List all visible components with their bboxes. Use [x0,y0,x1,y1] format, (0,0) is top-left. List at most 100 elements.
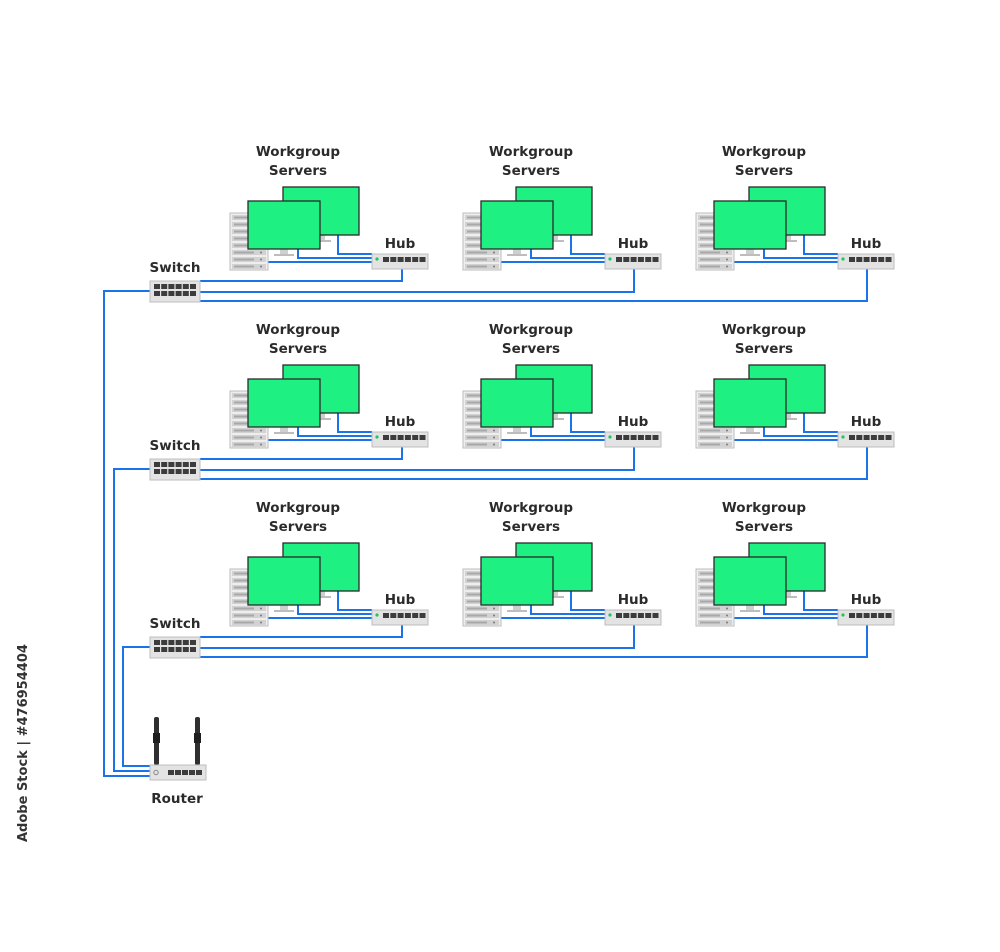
workgroup-2-2 [462,364,662,449]
hub-label: Hub [618,592,649,608]
hub-icon [371,253,429,270]
hub-icon [837,431,895,448]
workgroup-subtitle: Servers [502,519,560,535]
monitor-to-hub-cable [337,235,372,255]
monitor-to-hub-cable [337,413,372,433]
monitor-icon [713,200,787,256]
workgroup-subtitle: Servers [502,341,560,357]
switch-to-router-cable [122,646,150,767]
hub-to-switch-cable [200,625,868,658]
workgroup-3-3 [695,542,895,627]
hub-icon [604,609,662,626]
workgroup-1-3 [695,186,895,271]
monitor-to-hub-cable [337,591,372,611]
monitor-to-hub-cable [763,248,838,259]
monitor-to-hub-cable [803,235,838,255]
workgroup-subtitle: Servers [735,341,793,357]
workgroup-3-2 [462,542,662,627]
monitor-to-hub-cable [530,248,605,259]
workgroup-subtitle: Servers [269,341,327,357]
monitor-icon [713,378,787,434]
hub-to-switch-cable [200,447,868,480]
monitor-to-hub-cable [803,591,838,611]
monitor-to-hub-cable [570,591,605,611]
workgroup-title: Workgroup [489,322,574,338]
workgroup-subtitle: Servers [735,163,793,179]
row-3 [149,542,895,659]
router-icon [149,717,207,781]
workgroup-title: Workgroup [722,322,807,338]
hub-to-switch-cable [200,269,635,293]
monitor-to-hub-cable [297,604,372,615]
hub-to-switch-cable [200,269,868,302]
workgroup-subtitle: Servers [269,519,327,535]
monitor-to-hub-cable [803,413,838,433]
workgroup-title: Workgroup [256,500,341,516]
monitor-icon [247,556,321,612]
workgroup-title: Workgroup [489,144,574,160]
workgroup-title: Workgroup [722,144,807,160]
hub-to-switch-cable [200,447,635,471]
switch-icon [149,458,201,481]
workgroup-2-1 [229,364,429,449]
hub-icon [371,431,429,448]
hub-label: Hub [851,414,882,430]
workgroup-subtitle: Servers [269,163,327,179]
devices-layer [149,186,895,781]
labels-layer: SwitchWorkgroupServersHubWorkgroupServer… [150,144,882,807]
workgroup-1-1 [229,186,429,271]
row-1 [149,186,895,303]
switch-to-router-cable [103,290,150,777]
workgroup-2-3 [695,364,895,449]
hub-label: Hub [385,236,416,252]
monitor-icon [247,378,321,434]
workgroup-title: Workgroup [256,144,341,160]
workgroup-subtitle: Servers [502,163,560,179]
workgroup-title: Workgroup [722,500,807,516]
workgroup-3-1 [229,542,429,627]
monitor-icon [480,556,554,612]
monitor-to-hub-cable [570,235,605,255]
switch-label: Switch [150,438,201,454]
monitor-to-hub-cable [297,248,372,259]
cables-layer [103,235,868,777]
hub-label: Hub [851,236,882,252]
switch-to-router-cable [113,468,150,772]
hub-label: Hub [851,592,882,608]
monitor-icon [480,200,554,256]
hub-label: Hub [618,414,649,430]
monitor-to-hub-cable [763,604,838,615]
monitor-to-hub-cable [297,426,372,437]
hub-to-switch-cable [200,269,403,282]
hub-label: Hub [385,592,416,608]
switch-icon [149,636,201,659]
hub-icon [604,431,662,448]
watermark-text: Adobe Stock | #476954404 [16,644,31,842]
workgroup-1-2 [462,186,662,271]
hub-to-switch-cable [200,625,635,649]
row-2 [149,364,895,481]
hub-icon [837,253,895,270]
hub-icon [837,609,895,626]
monitor-icon [247,200,321,256]
router-label: Router [151,791,203,807]
monitor-to-hub-cable [763,426,838,437]
workgroup-subtitle: Servers [735,519,793,535]
switch-icon [149,280,201,303]
monitor-to-hub-cable [530,604,605,615]
switch-label: Switch [150,616,201,632]
workgroup-title: Workgroup [256,322,341,338]
monitor-icon [713,556,787,612]
workgroup-title: Workgroup [489,500,574,516]
hub-label: Hub [385,414,416,430]
monitor-icon [480,378,554,434]
monitor-to-hub-cable [530,426,605,437]
switch-label: Switch [150,260,201,276]
hub-label: Hub [618,236,649,252]
hub-to-switch-cable [200,625,403,638]
monitor-to-hub-cable [570,413,605,433]
hub-icon [604,253,662,270]
hub-icon [371,609,429,626]
